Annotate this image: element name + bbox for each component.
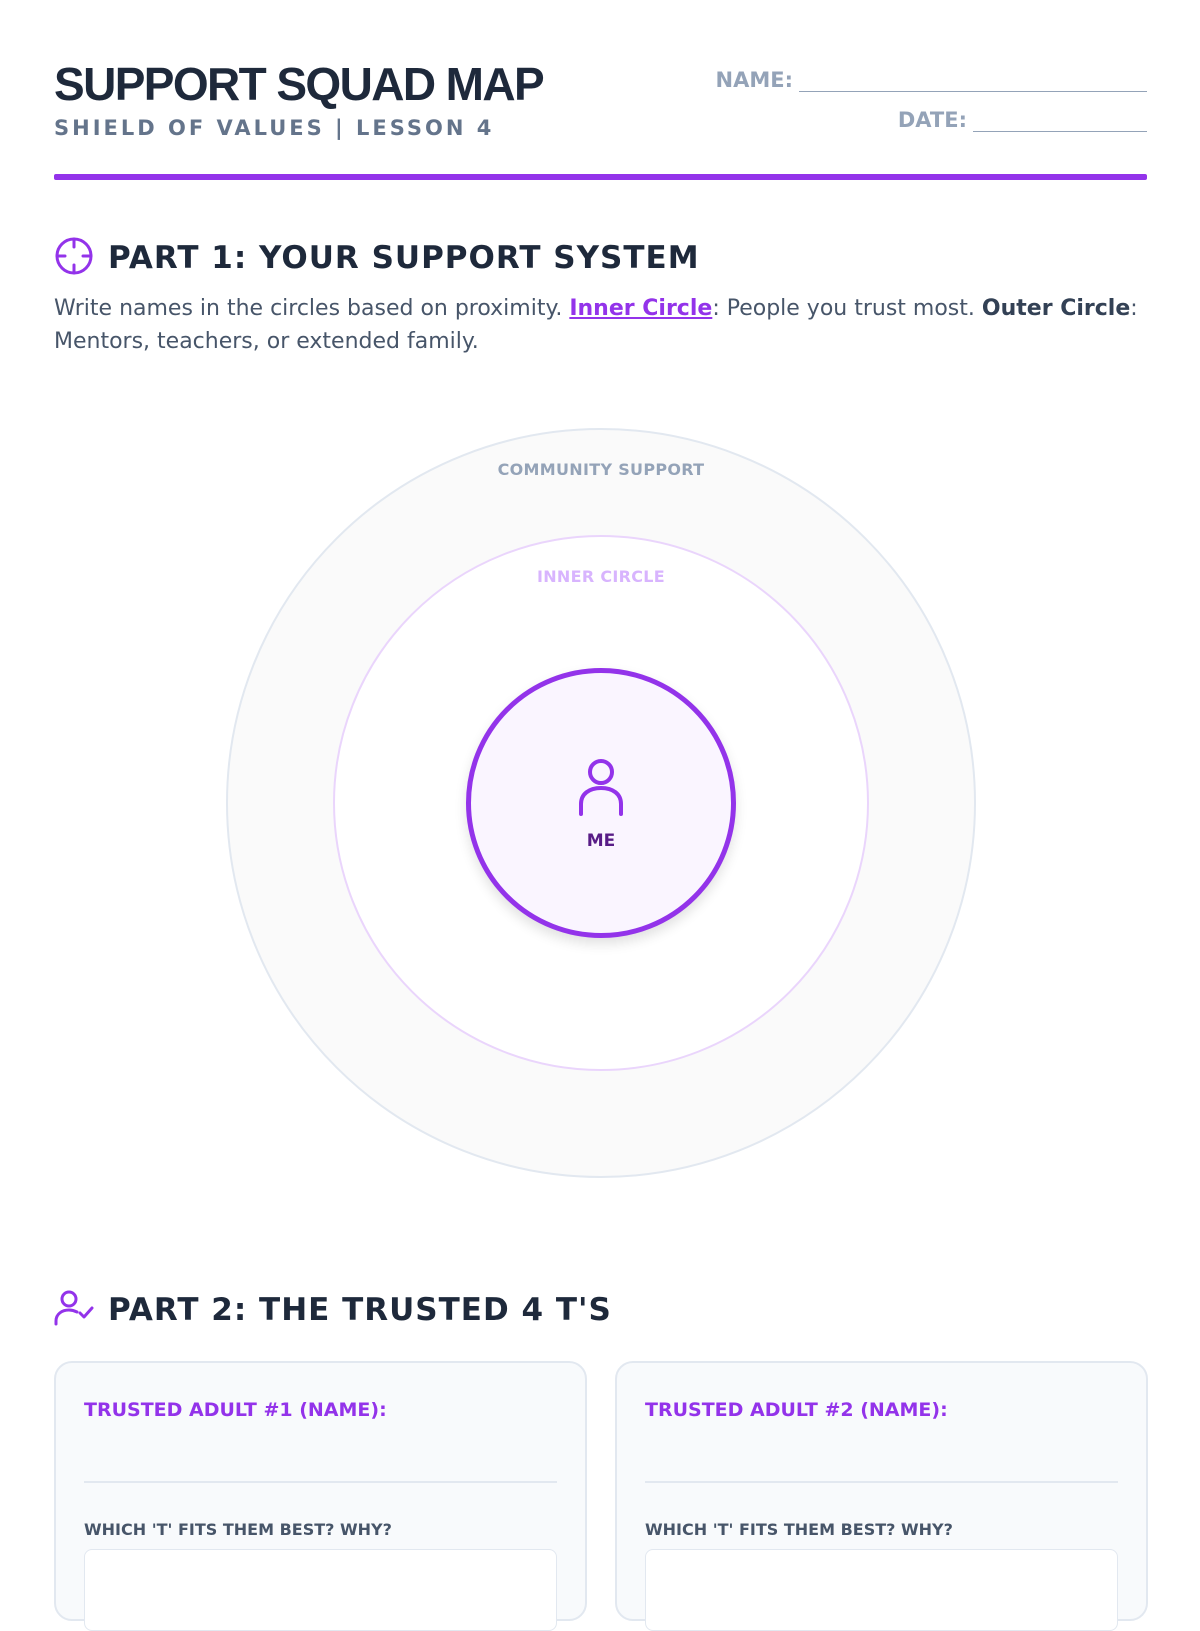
inner-circle-desc: : People you trust most.	[712, 296, 982, 321]
outer-circle-term: Outer Circle	[981, 296, 1131, 321]
worksheet-title: SUPPORT SQUAD MAP	[54, 58, 545, 110]
inner-circle-term: Inner Circle	[569, 296, 713, 321]
name-label: NAME:	[715, 68, 793, 92]
name-field[interactable]: NAME:	[716, 68, 1147, 92]
trusted-adult-answer-box[interactable]	[84, 1549, 557, 1631]
date-label: DATE:	[897, 108, 967, 132]
date-line[interactable]	[973, 111, 1147, 132]
trusted-adult-name-line[interactable]	[645, 1481, 1118, 1483]
user-check-icon	[54, 1288, 108, 1332]
me-circle	[466, 668, 736, 938]
inner-circle-label: INNER CIRCLE	[536, 567, 666, 586]
part2-title: PART 2: THE TRUSTED 4 T'S	[108, 1292, 612, 1328]
community-support-label: COMMUNITY SUPPORT	[497, 460, 705, 479]
outer-circle-desc: : Mentors, teachers, or extended family.	[54, 296, 1138, 354]
user-icon	[578, 756, 624, 820]
name-line[interactable]	[799, 71, 1147, 92]
crosshair-icon	[54, 236, 108, 280]
trusted-adult-card: TRUSTED ADULT #1 (NAME): WHICH 'T' FITS …	[54, 1361, 587, 1631]
trusted-adult-name-line[interactable]	[84, 1481, 557, 1483]
worksheet-header: SUPPORT SQUAD MAP SHIELD OF VALUES | LES…	[54, 56, 1147, 180]
trusted-adult-name-label: TRUSTED ADULT #2 (NAME):	[645, 1399, 948, 1421]
trusted-adult-question: WHICH 'T' FITS THEM BEST? WHY?	[84, 1520, 392, 1539]
part1-title: PART 1: YOUR SUPPORT SYSTEM	[108, 240, 700, 276]
part1-instructions: Write names in the circles based on prox…	[54, 292, 1154, 358]
part2-heading: PART 2: THE TRUSTED 4 T'S	[54, 1288, 612, 1332]
worksheet-subtitle: SHIELD OF VALUES | LESSON 4	[54, 116, 495, 140]
me-label: ME	[586, 831, 616, 851]
trusted-adult-name-label: TRUSTED ADULT #1 (NAME):	[84, 1399, 387, 1421]
date-field[interactable]: DATE:	[898, 108, 1147, 132]
instructions-intro: Write names in the circles based on prox…	[54, 296, 570, 321]
trusted-adult-card: TRUSTED ADULT #2 (NAME): WHICH 'T' FITS …	[615, 1361, 1148, 1631]
header-divider	[54, 174, 1147, 180]
part1-heading: PART 1: YOUR SUPPORT SYSTEM	[54, 236, 700, 280]
trusted-adult-question: WHICH 'T' FITS THEM BEST? WHY?	[645, 1520, 953, 1539]
trusted-adult-answer-box[interactable]	[645, 1549, 1118, 1631]
